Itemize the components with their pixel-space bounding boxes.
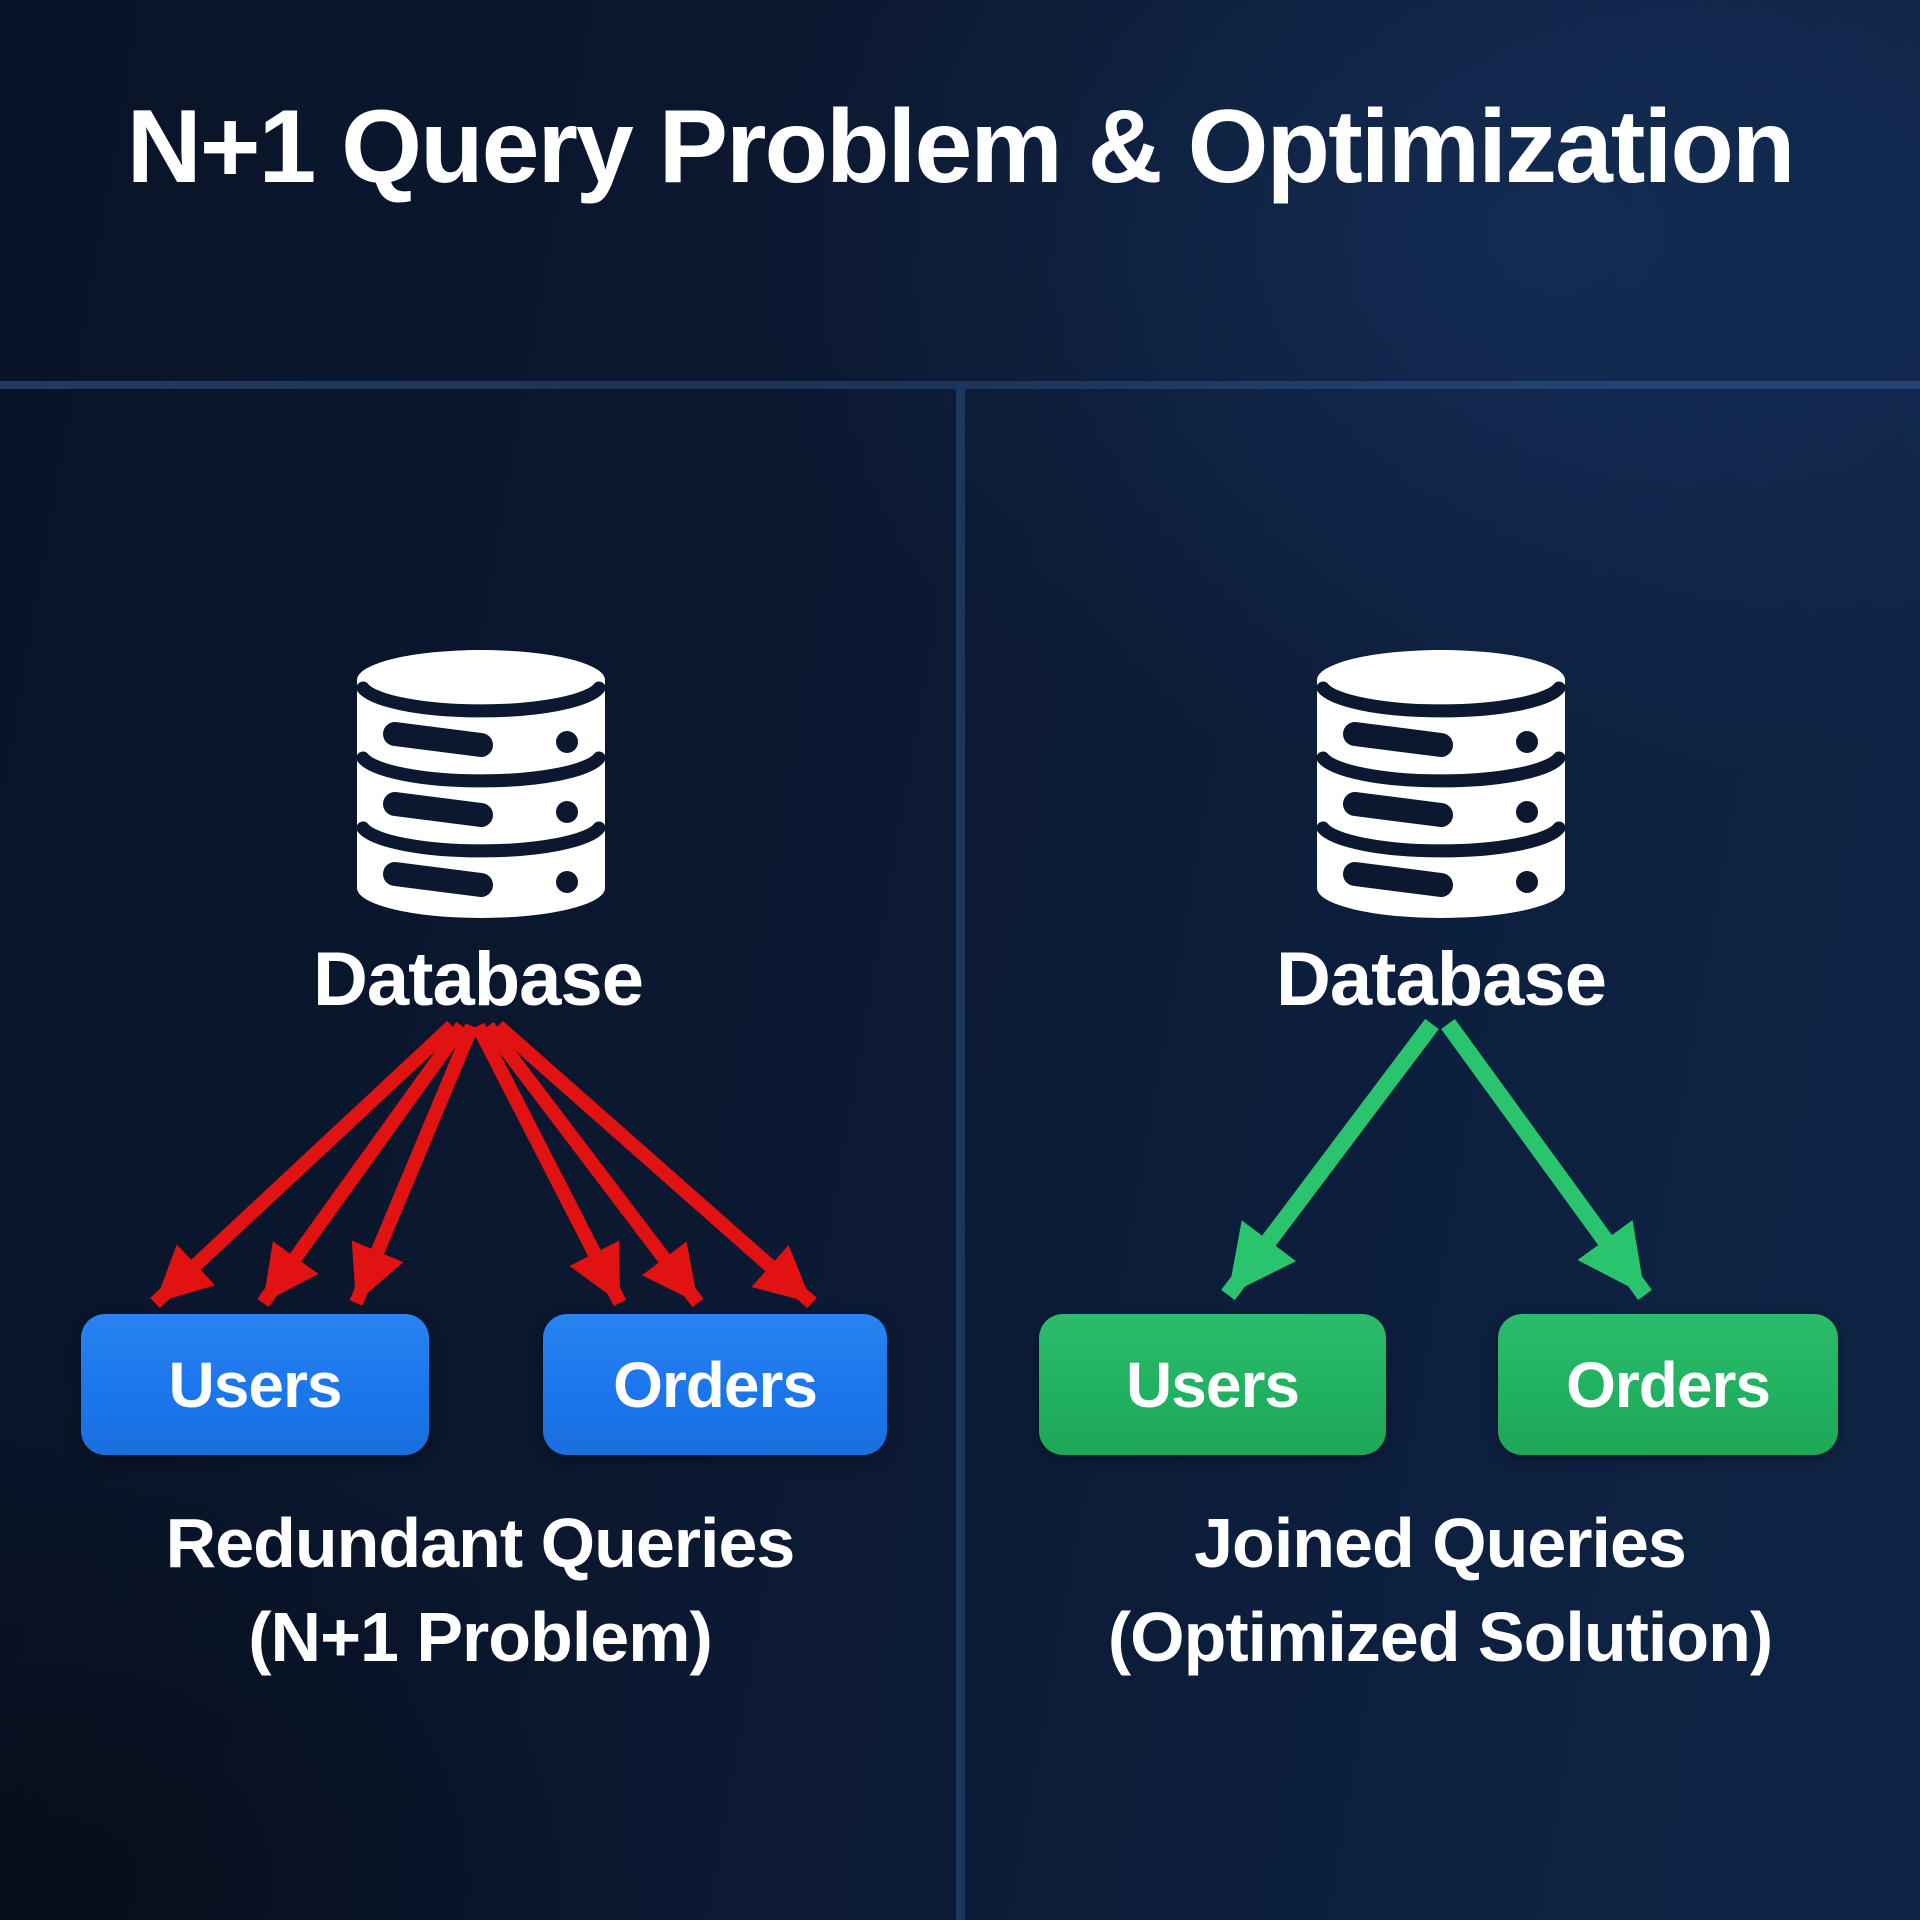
- users-table-box: Users: [1039, 1314, 1386, 1455]
- database-label: Database: [1276, 937, 1607, 1022]
- orders-table-label: Orders: [1566, 1348, 1771, 1421]
- caption-line-2: (N+1 Problem): [248, 1598, 713, 1676]
- orders-table-label: Orders: [613, 1348, 818, 1421]
- caption-line-1: Redundant Queries: [165, 1504, 796, 1582]
- orders-table-box: Orders: [543, 1314, 887, 1455]
- joined-query-arrows: [1221, 1018, 1652, 1301]
- right-panel-caption: Joined Queries (Optimized Solution): [960, 1496, 1920, 1684]
- users-table-label: Users: [168, 1348, 343, 1421]
- redundant-query-arrows: [150, 1020, 817, 1309]
- database-label: Database: [313, 937, 644, 1022]
- orders-table-box: Orders: [1498, 1314, 1838, 1455]
- database-icon: [1316, 650, 1566, 918]
- users-table-label: Users: [1126, 1348, 1300, 1421]
- users-table-box: Users: [81, 1314, 429, 1455]
- caption-line-1: Joined Queries: [1194, 1504, 1687, 1582]
- database-icon: [356, 650, 606, 918]
- horizontal-divider: [0, 381, 1920, 389]
- left-panel-caption: Redundant Queries (N+1 Problem): [0, 1496, 960, 1684]
- page-title: N+1 Query Problem & Optimization: [126, 89, 1796, 205]
- caption-line-2: (Optimized Solution): [1107, 1598, 1773, 1676]
- vertical-divider: [956, 389, 965, 1920]
